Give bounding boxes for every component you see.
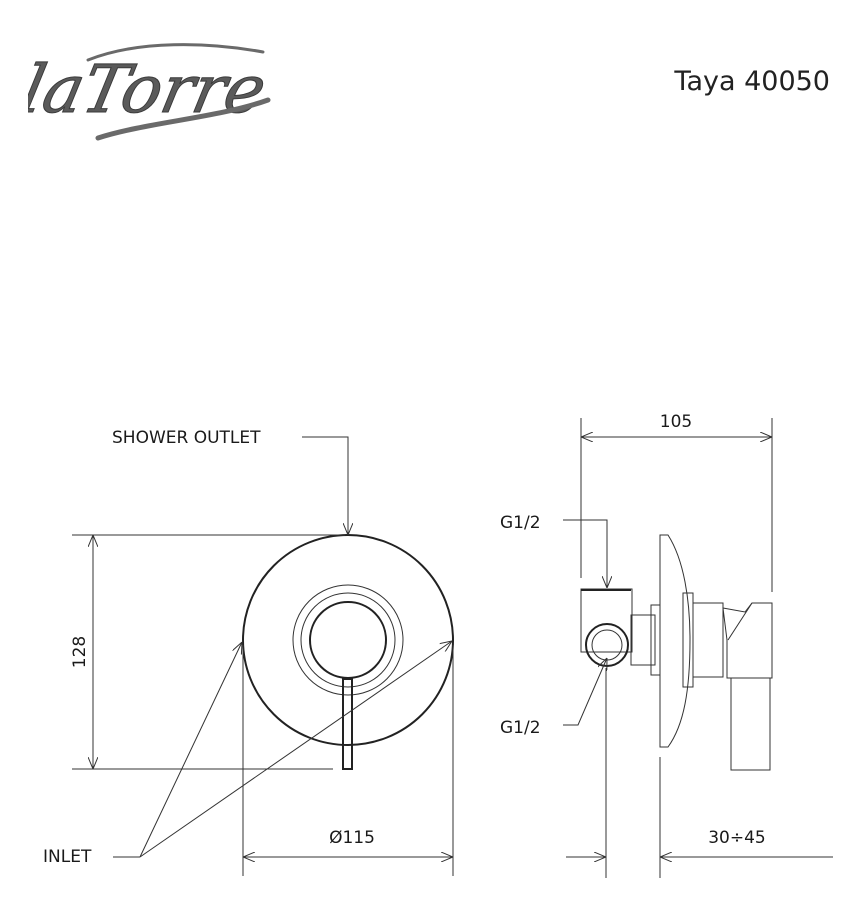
front-view: SHOWER OUTLET 128 INLET Ø115 — [43, 428, 454, 876]
bottom-connection-label: G1/2 — [500, 718, 541, 738]
product-title: Taya 40050 — [674, 66, 830, 97]
trim-ring-outer — [292, 584, 404, 696]
side-view: 105 G1/2 G1/2 30÷45 — [500, 412, 833, 878]
inlet-label: INLET — [43, 847, 92, 867]
outlet-block — [580, 588, 633, 653]
bottom-connection-leader — [563, 658, 607, 726]
latorre-logo: laTorre — [28, 43, 273, 141]
wall-range-dimension: 30÷45 — [708, 828, 766, 848]
height-dimension: 128 — [70, 636, 90, 668]
svg-text:laTorre: laTorre — [28, 51, 273, 128]
inlet-fitting-inner — [591, 629, 623, 661]
depth-dimension: 105 — [660, 412, 692, 432]
inlet-leader — [139, 642, 242, 858]
inlet-leader — [139, 641, 452, 858]
handle-head — [722, 602, 773, 679]
handle-head-edge — [727, 602, 753, 641]
valve-body — [692, 602, 724, 678]
handle-lever-side — [730, 677, 771, 771]
diameter-dimension: Ø115 — [329, 828, 375, 848]
valve-flange — [682, 592, 694, 688]
shower-outlet-leader — [302, 436, 348, 535]
trim-ring-inner — [300, 592, 396, 688]
connector-pipe — [630, 614, 656, 666]
escutcheon-side — [659, 534, 691, 748]
top-connection-label: G1/2 — [500, 513, 541, 533]
handle-hub — [309, 601, 387, 679]
handle-lever — [342, 678, 353, 770]
shower-outlet-label: SHOWER OUTLET — [112, 428, 261, 448]
top-connection-leader — [563, 519, 607, 588]
